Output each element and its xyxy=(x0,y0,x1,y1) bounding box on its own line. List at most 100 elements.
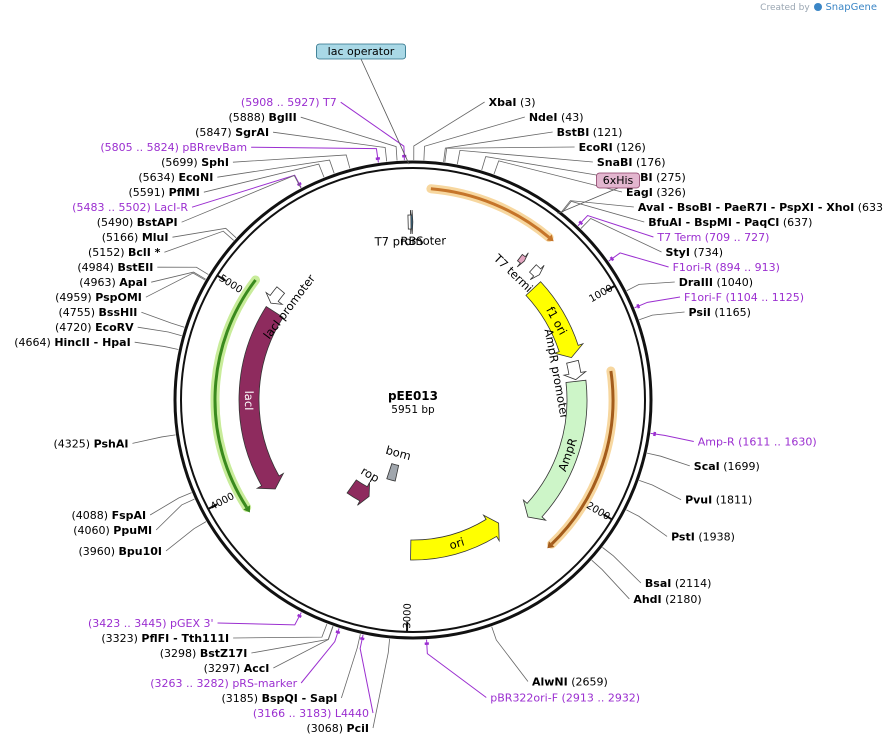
tick-label-3000: 3000 xyxy=(402,603,414,629)
site-label-35[interactable]: (5490) BstAPI xyxy=(97,216,178,229)
site-leader-14 xyxy=(626,509,668,537)
primer-name: F1ori-R xyxy=(673,261,713,274)
AmpR-arrow[interactable] xyxy=(522,379,588,521)
site-label-1[interactable]: NdeI (43) xyxy=(529,111,584,124)
enzyme-name: AlwNI xyxy=(532,676,568,689)
site-label-6[interactable]: EagI (326) xyxy=(626,186,686,199)
primer-name: pBR322ori-F xyxy=(490,692,558,705)
rop-arrow[interactable] xyxy=(346,479,371,506)
site-label-34[interactable]: (5166) MluI xyxy=(102,231,169,244)
primer-label-2[interactable]: (5483 .. 5502) LacI-R xyxy=(72,201,188,214)
lac-operator-box-text: lac operator xyxy=(328,45,395,58)
site-label-28[interactable]: (4720) EcoRV xyxy=(55,321,134,334)
site-label-15[interactable]: BsaI (2114) xyxy=(645,577,712,590)
primer-label-1[interactable]: (5805 .. 5824) pBRrevBam xyxy=(100,141,247,154)
T7-region-glow xyxy=(426,184,554,242)
site-label-22[interactable]: (3323) PflFI - Tth111I xyxy=(101,632,229,645)
site-label-32[interactable]: (4984) BstEII xyxy=(77,261,153,274)
enzyme-name: PflMI xyxy=(169,186,200,199)
site-leader-28 xyxy=(137,326,182,337)
site-label-0[interactable]: XbaI (3) xyxy=(489,96,536,109)
site-label-8[interactable]: BfuAI - BspMI - PaqCI (637) xyxy=(648,216,812,229)
primer-range: (1104 .. 1125) xyxy=(722,291,804,304)
site-label-18[interactable]: (3068) PciI xyxy=(306,722,369,735)
site-label-7[interactable]: AvaI - BsoBI - PaeR7I - PspXI - XhoI (63… xyxy=(638,201,883,214)
enzyme-position: (1699) xyxy=(720,460,760,473)
site-label-33[interactable]: (5152) BclI * xyxy=(88,246,161,259)
enzyme-name: BfuAI - BspMI - PaqCI xyxy=(648,216,779,229)
enzyme-name: SnaBI xyxy=(597,156,633,169)
site-label-2[interactable]: BstBI (121) xyxy=(557,126,623,139)
site-label-4[interactable]: SnaBI (176) xyxy=(597,156,666,169)
site-label-38[interactable]: (5699) SphI xyxy=(161,156,229,169)
lacI-orf-arc xyxy=(213,279,257,509)
site-label-37[interactable]: (5634) EcoNI xyxy=(138,171,213,184)
lacI-promoter-arrow[interactable] xyxy=(265,286,286,305)
site-label-25[interactable]: (4088) FspAI xyxy=(72,509,147,522)
AmpR-promoter-arrow[interactable] xyxy=(562,359,588,381)
primer-label-3[interactable]: T7 Term (709 .. 727) xyxy=(656,231,769,244)
enzyme-name: BstAPI xyxy=(137,216,178,229)
site-label-19[interactable]: (3185) BspQI - SapI xyxy=(222,692,338,705)
site-label-12[interactable]: ScaI (1699) xyxy=(694,460,760,473)
primer-label-8[interactable]: (3166 .. 3183) L4440 xyxy=(253,707,369,720)
lacI-arrow[interactable] xyxy=(238,306,285,490)
site-label-29[interactable]: (4755) BssHII xyxy=(58,306,137,319)
enzyme-name: PsiI xyxy=(689,306,711,319)
primer-leader-8 xyxy=(359,634,374,714)
f1-ori-arrow[interactable] xyxy=(525,281,585,359)
primer-label-0[interactable]: (5908 .. 5927) T7 xyxy=(241,96,337,109)
enzyme-name: BspQI - SapI xyxy=(262,692,338,705)
snapgene-logo-icon xyxy=(813,3,822,11)
6xhis-box[interactable]: 6xHis xyxy=(596,172,640,189)
credit-brand[interactable]: SnapGene xyxy=(825,2,877,13)
site-label-13[interactable]: PvuI (1811) xyxy=(685,494,752,507)
site-label-27[interactable]: (4664) HincII - HpaI xyxy=(14,336,130,349)
site-label-24[interactable]: (4060) PpuMI xyxy=(73,524,152,537)
enzyme-position: (734) xyxy=(690,246,723,259)
primer-label-5[interactable]: F1ori-F (1104 .. 1125) xyxy=(684,291,804,304)
primer-label-9[interactable]: (3263 .. 3282) pRS-marker xyxy=(150,677,297,690)
ori-arrow[interactable] xyxy=(410,514,500,561)
primer-label-4[interactable]: F1ori-R (894 .. 913) xyxy=(673,261,780,274)
site-leader-38 xyxy=(232,154,351,169)
AmpR-region-arc xyxy=(550,370,615,546)
enzyme-position: (275) xyxy=(653,171,686,184)
site-label-26[interactable]: (4325) PshAI xyxy=(54,437,129,450)
primer-range: (5483 .. 5502) xyxy=(72,201,154,214)
enzyme-name: XbaI xyxy=(489,96,517,109)
enzyme-position: (43) xyxy=(557,111,583,124)
site-label-10[interactable]: DraIII (1040) xyxy=(679,276,753,289)
primer-leader-9 xyxy=(300,628,340,684)
site-label-11[interactable]: PsiI (1165) xyxy=(689,306,751,319)
site-label-23[interactable]: (3960) Bpu10I xyxy=(78,545,162,558)
lac-operator-box[interactable]: lac operator xyxy=(315,43,406,60)
site-label-14[interactable]: PstI (1938) xyxy=(671,530,735,543)
primer-label-7[interactable]: pBR322ori-F (2913 .. 2932) xyxy=(490,692,640,705)
site-leader-36 xyxy=(203,163,325,193)
enzyme-name: BstZ17I xyxy=(200,647,248,660)
enzyme-name: ApaI xyxy=(119,276,147,289)
site-label-17[interactable]: AlwNI (2659) xyxy=(532,676,608,689)
site-leader-34 xyxy=(172,227,237,239)
site-label-20[interactable]: (3297) AccI xyxy=(204,662,270,675)
site-label-36[interactable]: (5591) PflMI xyxy=(129,186,200,199)
site-label-9[interactable]: StyI (734) xyxy=(666,246,724,259)
site-label-21[interactable]: (3298) BstZ17I xyxy=(160,647,248,660)
site-label-16[interactable]: AhdI (2180) xyxy=(633,593,701,606)
primer-label-6[interactable]: Amp-R (1611 .. 1630) xyxy=(698,435,817,448)
enzyme-position: (1938) xyxy=(695,530,735,543)
6xHis-mark-arrow[interactable] xyxy=(516,252,529,268)
T7-terminator-arrow[interactable] xyxy=(528,264,545,280)
site-label-40[interactable]: (5888) BglII xyxy=(228,111,296,124)
site-label-39[interactable]: (5847) SgrAI xyxy=(195,126,269,139)
AmpR-region-arrowhead xyxy=(547,541,555,549)
site-label-31[interactable]: (4963) ApaI xyxy=(79,276,147,289)
bom-arrow[interactable] xyxy=(386,463,400,482)
site-label-30[interactable]: (4959) PspOMI xyxy=(55,291,142,304)
site-label-3[interactable]: EcoRI (126) xyxy=(579,141,646,154)
RBS-arrow[interactable] xyxy=(410,209,414,235)
enzyme-name: PflFI - Tth111I xyxy=(141,632,229,645)
primer-label-10[interactable]: (3423 .. 3445) pGEX 3' xyxy=(88,617,214,630)
lac-operator-leader xyxy=(360,58,410,165)
